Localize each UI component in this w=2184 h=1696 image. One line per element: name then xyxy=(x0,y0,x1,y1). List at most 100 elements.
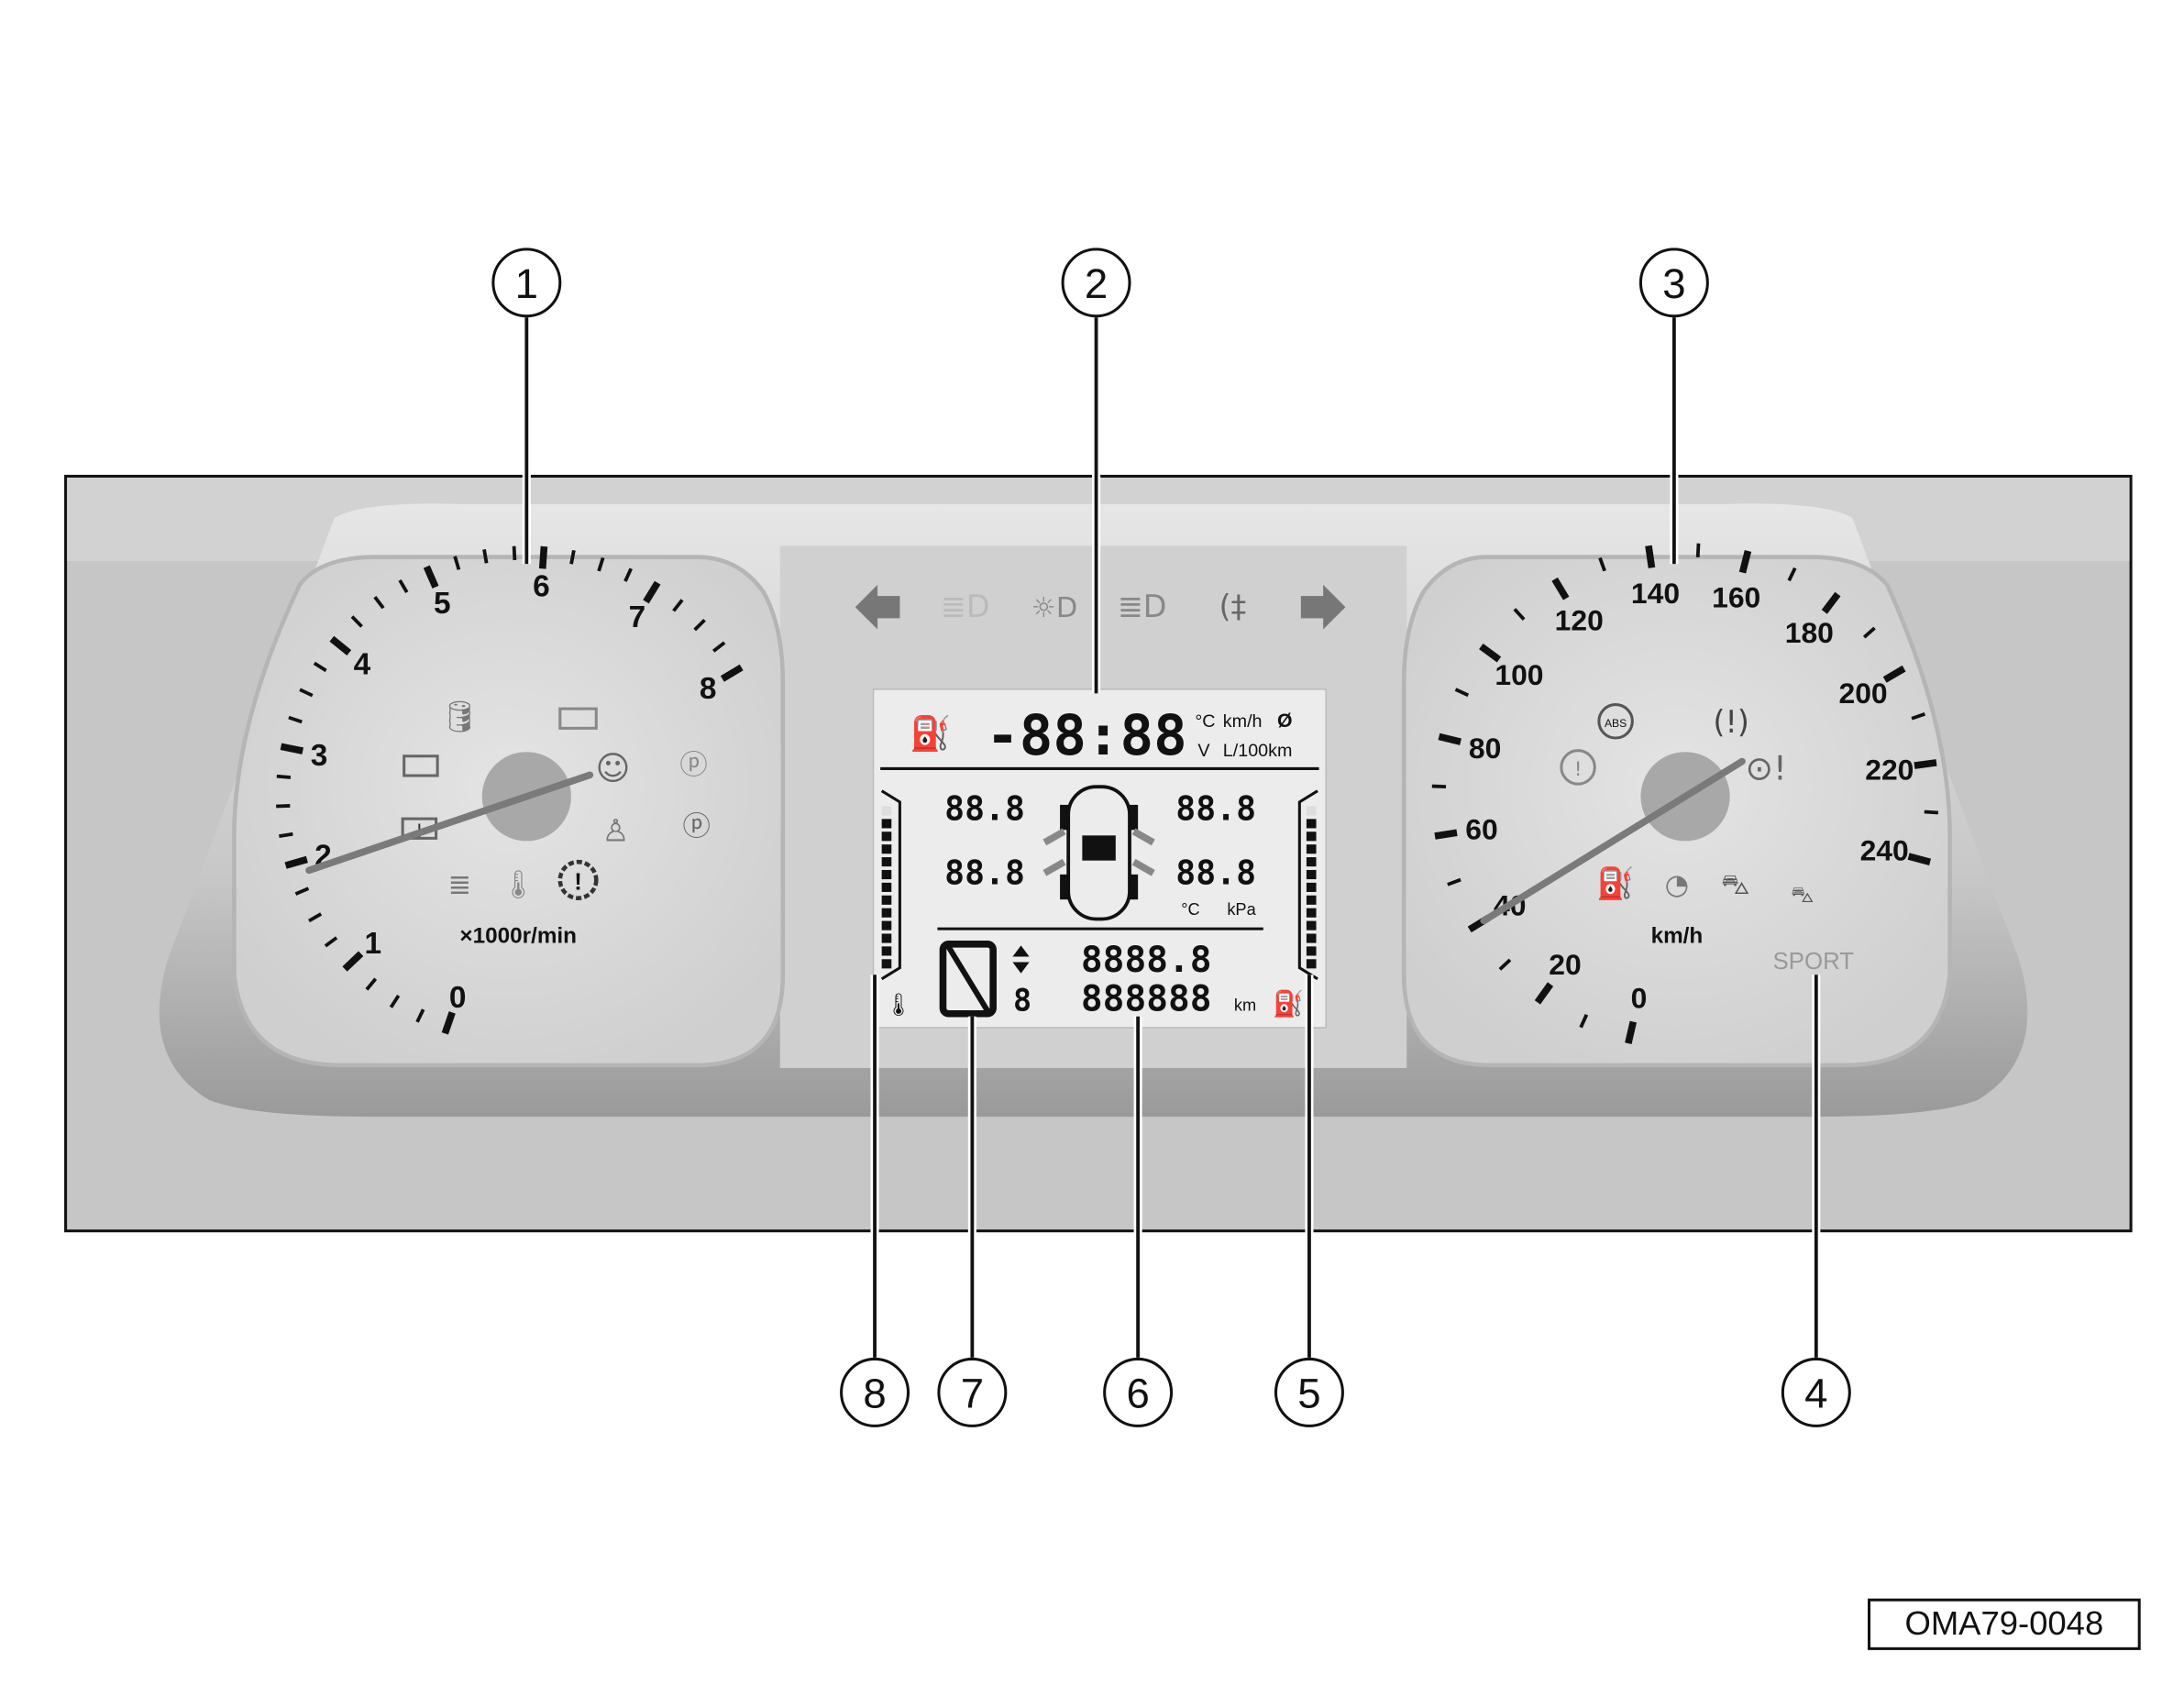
speedometer-tick xyxy=(1434,829,1458,840)
speedometer-tick xyxy=(1787,567,1797,582)
car-outline-icon xyxy=(1042,785,1155,921)
coolant-temp-icon: 🌡 xyxy=(501,869,536,901)
transmission-fault-exclamation-icon: ! xyxy=(574,870,582,896)
tachometer-tick xyxy=(308,912,323,923)
speedometer-tick xyxy=(1911,712,1926,721)
tachometer-tick xyxy=(711,641,726,653)
fuel-door-side-icon: ⛽ xyxy=(910,714,951,754)
tachometer-tick xyxy=(398,578,409,593)
speedometer-tick xyxy=(1454,688,1470,698)
abs-icon xyxy=(1597,703,1634,740)
tachometer-tick xyxy=(441,1011,456,1035)
speedometer-tick xyxy=(1821,591,1841,614)
tachometer-label: 6 xyxy=(533,570,550,604)
callout-circle xyxy=(1061,248,1131,318)
low-beam-icon: ≣D xyxy=(941,589,990,624)
callout-circle xyxy=(491,248,562,318)
callout-number: 3 xyxy=(1662,260,1685,307)
tire-value-front-left: 88.8 xyxy=(944,789,1025,829)
bar-segment xyxy=(881,831,892,842)
tachometer-label: 4 xyxy=(354,648,371,682)
airbag-icon: ☺ xyxy=(596,749,631,788)
tachometer-tick xyxy=(279,831,293,839)
tachometer-label: 5 xyxy=(434,587,451,621)
tachometer-tick xyxy=(280,743,303,754)
bar-segment xyxy=(1306,819,1317,829)
tachometer-tick xyxy=(324,936,338,948)
tire-unit-kpa: kPa xyxy=(1227,900,1256,919)
tire-value-front-right: 88.8 xyxy=(1175,789,1256,829)
bar-segment xyxy=(881,908,892,918)
lcd-unit-volt: V xyxy=(1197,741,1210,761)
seatbelt-icon: ♙ xyxy=(602,812,630,848)
speedometer-tick xyxy=(1498,958,1512,971)
bar-segment xyxy=(1306,844,1317,854)
bar-segment xyxy=(1306,857,1317,867)
callout-number: 7 xyxy=(961,1371,984,1417)
bar-segment xyxy=(881,882,892,892)
speedometer-label: 200 xyxy=(1838,677,1887,710)
odometer: 888888 xyxy=(1081,978,1212,1020)
tachometer-label: 7 xyxy=(629,600,646,634)
callout-number: 8 xyxy=(863,1371,886,1417)
tachometer-tick xyxy=(643,580,661,604)
speedometer-needle xyxy=(1480,757,1746,925)
tachometer-unit: ×1000r/min xyxy=(459,923,577,948)
speedometer-label: 180 xyxy=(1785,616,1834,649)
speedometer-tick xyxy=(1551,577,1570,600)
battery-icon xyxy=(558,707,598,730)
speedometer-tick xyxy=(1625,1020,1638,1045)
speedometer-tick xyxy=(1534,982,1554,1005)
lcd-clock: -88:88 xyxy=(986,704,1186,768)
tachometer-label: 1 xyxy=(365,927,382,961)
tachometer-tick xyxy=(423,565,439,589)
high-beam-icon: ≣D xyxy=(1118,589,1167,624)
tachometer-tick xyxy=(350,615,363,628)
speedometer-label: 240 xyxy=(1860,833,1909,866)
speedometer-unit: km/h xyxy=(1651,923,1704,948)
speedometer-tick xyxy=(1914,759,1937,769)
bar-segment xyxy=(1306,882,1317,892)
tachometer-label: 8 xyxy=(700,672,717,706)
trip-meter: 8888.8 xyxy=(1081,939,1212,981)
tachometer-tick xyxy=(389,994,401,1008)
speedometer-tick xyxy=(1479,643,1502,663)
speedometer-tick xyxy=(1598,556,1606,572)
tachometer-tick xyxy=(313,661,327,673)
indicator-row: ≣D ☼D ≣D (‡ xyxy=(855,584,1346,630)
speedometer-ticks xyxy=(1431,543,1939,1045)
speedometer-tick xyxy=(1645,545,1656,568)
parking-brake-icon: ⓟ xyxy=(679,749,707,781)
tachometer-tick xyxy=(415,1008,425,1023)
gear-indicator xyxy=(939,941,997,1018)
tachometer-label: 3 xyxy=(311,739,328,773)
bar-segment xyxy=(881,844,892,854)
cruise-control-icon: ◔ xyxy=(1665,869,1690,901)
callout-number: 5 xyxy=(1297,1371,1320,1417)
bar-segment xyxy=(881,806,892,816)
abs-icon-text: ABS xyxy=(1605,717,1627,730)
brake-system-exclamation-icon: ! xyxy=(1574,758,1583,781)
shift-down-icon xyxy=(1012,962,1030,974)
tachometer-tick xyxy=(288,715,303,724)
bar-segment xyxy=(1306,946,1317,956)
oil-pressure-icon: 🛢 xyxy=(440,699,479,734)
position-lights-icon: ☼D xyxy=(1031,592,1078,624)
speedometer-tick xyxy=(1579,1014,1589,1029)
bar-segment xyxy=(881,946,892,956)
speedometer-tick xyxy=(1438,732,1462,745)
fuel-level-bargraph xyxy=(1306,806,1317,969)
bar-segment xyxy=(1306,895,1317,905)
callout-circle xyxy=(1103,1357,1174,1427)
bar-segment xyxy=(1306,908,1317,918)
tachometer-warning-icons: 🛢 ! ☺ ⓟ ♙ ⓟ ≣ 🌡 ! xyxy=(401,699,711,901)
speedometer-tick xyxy=(1924,809,1939,815)
tachometer-tick xyxy=(342,951,364,972)
speedometer-label: 220 xyxy=(1865,753,1914,786)
speedometer-label: 140 xyxy=(1631,577,1680,610)
gear-small-digit: 8 xyxy=(1013,983,1031,1019)
speedometer-tick xyxy=(1882,665,1906,683)
speedometer-tick xyxy=(1738,550,1752,574)
callout-circle xyxy=(937,1357,1008,1427)
